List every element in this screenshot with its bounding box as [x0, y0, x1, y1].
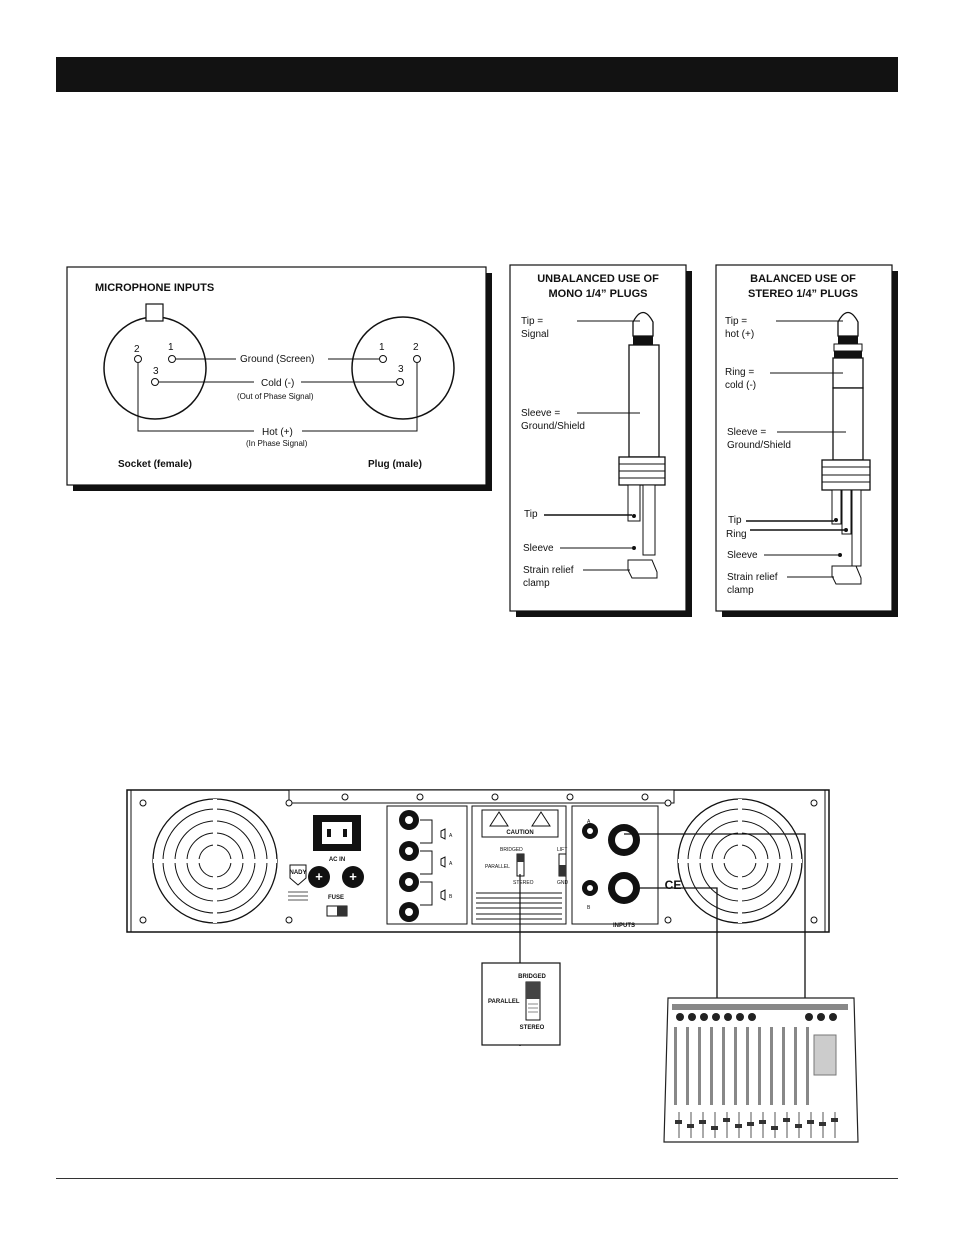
bal-sleeve-ground: Ground/Shield [727, 440, 791, 451]
stereo-plug-drawing [821, 311, 871, 585]
bal-ring-label: Ring = [725, 367, 754, 378]
bal-strain-label: Strain relief [727, 572, 778, 583]
socket-pin3-label: 3 [153, 366, 159, 377]
binding-posts [399, 810, 419, 922]
socket-caption: Socket (female) [118, 459, 192, 470]
ac-in-label: AC IN [329, 857, 345, 863]
bal-sleeve-label: Sleeve = [727, 427, 766, 438]
balanced-title-line2: STEREO 1/4” PLUGS [748, 288, 858, 300]
input-a-label: A [587, 819, 591, 825]
hot-label: Hot (+) [262, 427, 293, 438]
bal-ring-cold: cold (-) [725, 380, 756, 391]
out-label-a: A [449, 833, 453, 839]
footer-rule [56, 1178, 898, 1179]
detail-bridged-label: BRIDGED [518, 974, 546, 980]
balanced-title-line1: BALANCED USE OF [750, 273, 856, 285]
out-label-a2: A [449, 861, 453, 867]
bal-tip-hot: hot (+) [725, 329, 754, 340]
inputs-label: INPUTS [613, 923, 635, 929]
bal-ring-wire-label: Ring [726, 529, 747, 540]
unbalanced-title-line2: MONO 1/4” PLUGS [548, 288, 647, 300]
inputs-box [571, 805, 659, 925]
bal-tip-label: Tip = [725, 316, 747, 327]
unbal-sleeve-wire-label: Sleeve [523, 543, 554, 554]
bal-clamp-label: clamp [727, 585, 754, 596]
unbal-tip-signal: Signal [521, 329, 549, 340]
mono-plug-drawing [618, 311, 666, 579]
amp-stereo-label: STEREO [513, 880, 534, 886]
bal-sleeve-wire-label: Sleeve [727, 550, 758, 561]
amp-parallel-label: PARALLEL [485, 864, 510, 870]
nady-logo-text: NADY [289, 870, 306, 876]
unbal-strain-label: Strain relief [523, 565, 574, 576]
cable-input-a [624, 833, 806, 1000]
lift-label: LIFT [557, 847, 567, 853]
mic-panel-title: MICROPHONE INPUTS [95, 282, 214, 294]
socket-key-tab [145, 303, 164, 322]
socket-pin2-label: 2 [134, 344, 140, 355]
unbal-clamp-label: clamp [523, 578, 550, 589]
plug-pin2-label: 2 [413, 342, 419, 353]
plug-pin1-label: 1 [379, 342, 385, 353]
unbal-tip-label: Tip = [521, 316, 543, 327]
speaker-outputs-box [386, 805, 468, 925]
ground-label: Ground (Screen) [240, 354, 314, 365]
microphone-inputs-panel: MICROPHONE INPUTS 2 1 3 1 2 3 Ground (Sc… [66, 266, 492, 491]
fuse-holder-2 [342, 866, 364, 888]
unbal-sleeve-label: Sleeve = [521, 408, 560, 419]
cold-note: (Out of Phase Signal) [237, 392, 314, 401]
unbalanced-mono-panel: UNBALANCED USE OF MONO 1/4” PLUGS Tip = … [509, 264, 692, 617]
detail-parallel-label: PARALLEL [488, 999, 520, 1005]
unbalanced-title-line1: UNBALANCED USE OF [537, 273, 659, 285]
detail-stereo-label: STEREO [520, 1025, 545, 1031]
amp-bridged-label: BRIDGED [500, 847, 523, 853]
input-b-label: B [587, 905, 591, 911]
mixing-console [663, 997, 859, 1143]
nady-logo-shield [289, 864, 307, 886]
gnd-label: GND [557, 880, 569, 886]
bal-tip-wire-label: Tip [728, 515, 742, 526]
unbal-sleeve-ground: Ground/Shield [521, 421, 585, 432]
mode-switch-detail: BRIDGED PARALLEL STEREO [481, 962, 561, 1046]
caution-label: CAUTION [506, 830, 533, 836]
fuse-label: FUSE [328, 895, 344, 901]
left-fan-grille [152, 798, 278, 924]
socket-pin1-label: 1 [168, 342, 174, 353]
cable-input-b [640, 887, 718, 1000]
ce-mark: CE [665, 878, 682, 892]
amplifier-rear-panel: AC IN NADY + + FUSE A A B [126, 789, 830, 1046]
header-bar [56, 57, 898, 92]
right-fan-grille [677, 798, 803, 924]
svg-text:+: + [349, 869, 357, 884]
unbal-tip-wire-label: Tip [524, 509, 538, 520]
xlr-plug-circle [351, 316, 455, 420]
plug-pin3-label: 3 [398, 364, 404, 375]
svg-text:+: + [315, 869, 323, 884]
out-label-b: B [449, 894, 453, 900]
hot-note: (In Phase Signal) [246, 439, 308, 448]
fuse-holder-1 [308, 866, 330, 888]
cold-label: Cold (-) [261, 378, 294, 389]
balanced-stereo-panel: BALANCED USE OF STEREO 1/4” PLUGS [715, 264, 898, 617]
plug-caption: Plug (male) [368, 459, 422, 470]
